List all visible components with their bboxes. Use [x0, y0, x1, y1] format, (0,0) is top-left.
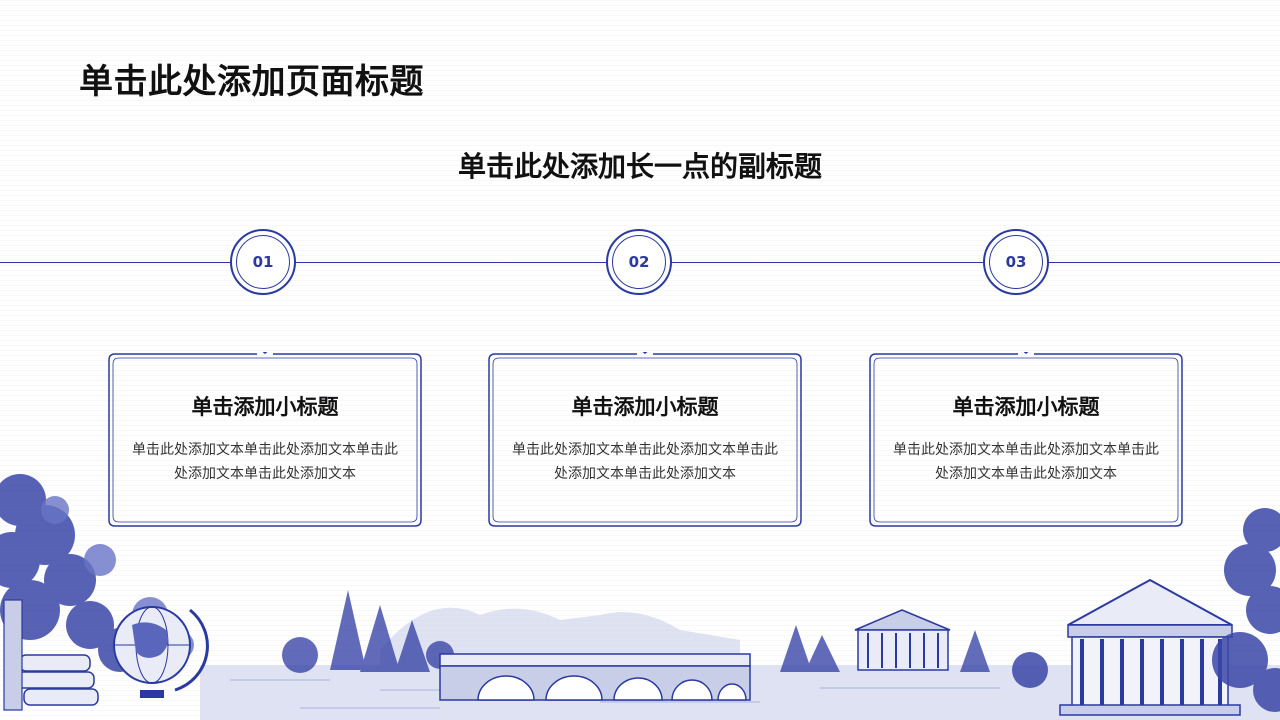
bridge-icon: [439, 653, 751, 701]
books-icon: [3, 599, 99, 711]
page-subtitle[interactable]: 单击此处添加长一点的副标题: [457, 150, 822, 183]
flourish-ornament-icon: [642, 352, 648, 354]
flourish-ornament-icon: [262, 352, 268, 354]
step-marker-1: 01: [230, 229, 296, 295]
landscape-illustration: [0, 474, 1280, 720]
content-card-3: 单击添加小标题 单击此处添加文本单击此处添加文本单击此处添加文本单击此处添加文本: [868, 352, 1184, 528]
step-number-2: 02: [628, 253, 650, 271]
card-title[interactable]: 单击添加小标题: [571, 395, 719, 419]
globe-icon: [113, 606, 209, 698]
card-title[interactable]: 单击添加小标题: [191, 395, 339, 419]
card-title[interactable]: 单击添加小标题: [952, 395, 1100, 419]
card-text[interactable]: 单击此处添加文本单击此处添加文本单击此处添加文本单击此处添加文本: [132, 442, 398, 482]
ornate-frame: [108, 352, 422, 527]
step-number-1: 01: [252, 253, 274, 271]
card-text[interactable]: 单击此处添加文本单击此处添加文本单击此处添加文本单击此处添加文本: [512, 442, 778, 482]
step-number-3: 03: [1005, 253, 1027, 271]
temple-icon: [1059, 578, 1241, 716]
page-title[interactable]: 单击此处添加页面标题: [79, 62, 424, 102]
flourish-ornament-icon: [1023, 352, 1029, 354]
card-text[interactable]: 单击此处添加文本单击此处添加文本单击此处添加文本单击此处添加文本: [893, 442, 1159, 482]
ornate-frame: [869, 352, 1183, 527]
content-card-1: 单击添加小标题 单击此处添加文本单击此处添加文本单击此处添加文本单击此处添加文本: [107, 352, 423, 528]
building-icon: [854, 609, 951, 671]
step-marker-3: 03: [983, 229, 1049, 295]
ornate-frame: [488, 352, 802, 527]
step-marker-2: 02: [606, 229, 672, 295]
content-card-2: 单击添加小标题 单击此处添加文本单击此处添加文本单击此处添加文本单击此处添加文本: [487, 352, 803, 528]
